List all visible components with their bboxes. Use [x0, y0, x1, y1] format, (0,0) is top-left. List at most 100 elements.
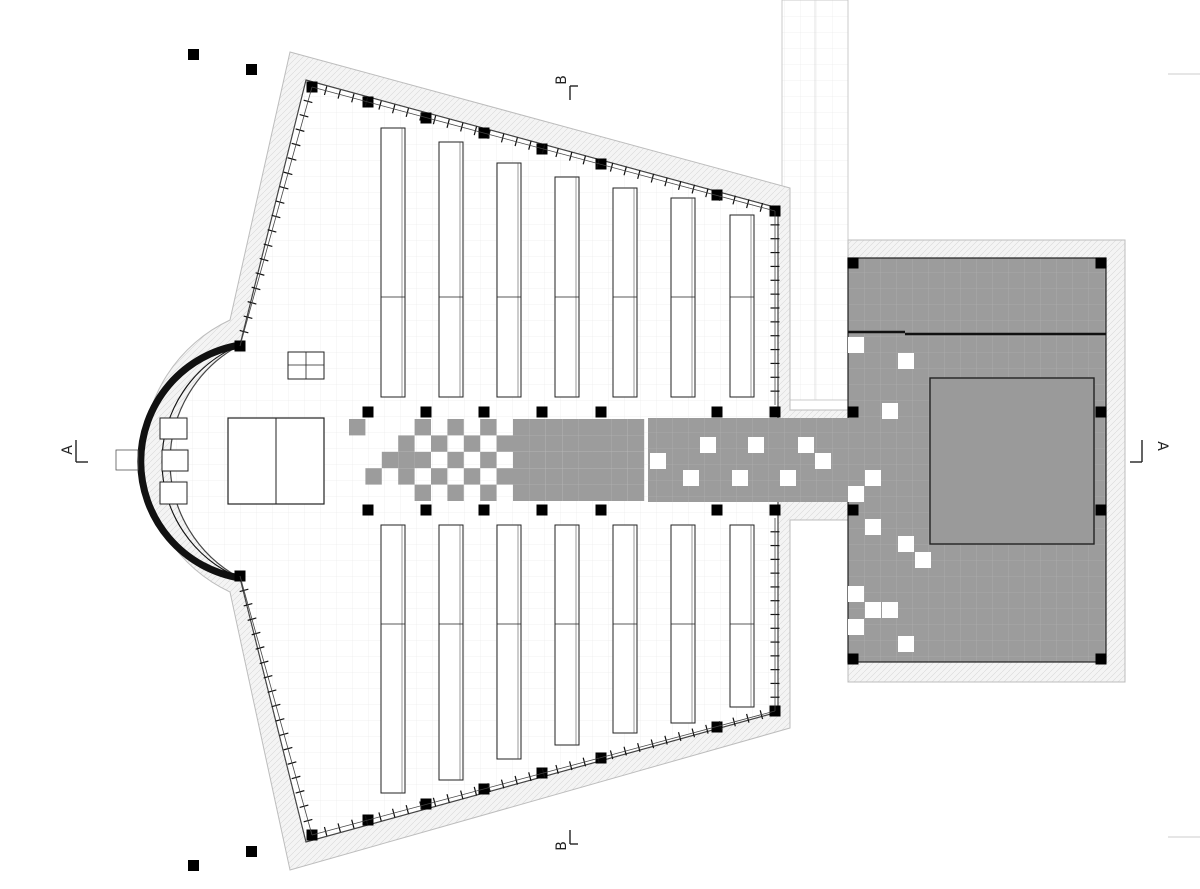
- column: [847, 504, 859, 516]
- column: [420, 798, 432, 810]
- section-marker-a-right: A: [1130, 440, 1170, 463]
- floor-tile: [513, 484, 530, 501]
- wall-line: [311, 710, 776, 836]
- floor-tile: [627, 484, 645, 501]
- pew-top: [380, 127, 406, 398]
- floor-tile: [627, 419, 645, 436]
- pew-top: [729, 214, 755, 398]
- floor-tile: [496, 468, 513, 485]
- column: [536, 504, 548, 516]
- column: [362, 406, 374, 418]
- floor-tile: [578, 435, 595, 452]
- floor-tile: [349, 419, 366, 436]
- white-tile: [898, 536, 914, 552]
- floor-tile: [562, 435, 579, 452]
- floor-tile: [529, 451, 546, 469]
- section-marker-a-left: A: [60, 440, 88, 463]
- column: [1095, 653, 1107, 665]
- raised-platform: [929, 377, 1095, 545]
- floor-tile: [627, 468, 645, 485]
- column: [711, 406, 723, 418]
- pew-top: [554, 176, 580, 398]
- pew-bottom: [496, 524, 522, 760]
- floor-tile: [595, 419, 612, 436]
- white-tile: [882, 403, 898, 419]
- floor-tile: [480, 484, 497, 501]
- column: [711, 504, 723, 516]
- white-tile: [882, 602, 898, 618]
- white-tile: [732, 470, 748, 486]
- column: [769, 406, 781, 418]
- column: [847, 257, 859, 269]
- pew-top: [670, 197, 696, 398]
- section-marker-b-bottom: B: [554, 830, 578, 851]
- lectern: [287, 351, 325, 380]
- floor-tile: [365, 468, 382, 485]
- column: [769, 504, 781, 516]
- floor-tile: [414, 484, 431, 501]
- floor-tile: [447, 419, 464, 436]
- floor-tile: [398, 451, 415, 469]
- section-label-b-top: B: [554, 75, 570, 85]
- entrance-path: [781, 0, 849, 401]
- floor-tile: [562, 419, 579, 436]
- floor-tile: [496, 435, 513, 452]
- floor-tile: [627, 435, 645, 452]
- floor-tile: [595, 468, 612, 485]
- floor-tile: [431, 468, 448, 485]
- exterior-columns: [188, 49, 257, 871]
- floor-tile: [578, 451, 595, 469]
- column: [711, 189, 723, 201]
- white-tile: [915, 552, 931, 568]
- column: [1095, 257, 1107, 269]
- wall-line: [311, 86, 776, 212]
- floor-tile: [627, 451, 645, 469]
- floor-tile: [447, 451, 464, 469]
- floor-tile: [463, 468, 481, 485]
- floor-tile: [611, 468, 628, 485]
- floor-tile: [545, 419, 563, 436]
- pew-bottom: [438, 524, 464, 781]
- annex-floor-pattern: [650, 337, 931, 652]
- floor-tile: [480, 419, 497, 436]
- section-label-a-right: A: [1154, 441, 1170, 451]
- white-tile: [848, 586, 864, 602]
- floor-tile: [463, 435, 481, 452]
- floor-tile: [545, 435, 563, 452]
- pew-bottom: [380, 524, 406, 794]
- column: [536, 406, 548, 418]
- floor-tile: [578, 484, 595, 501]
- floor-tile: [513, 419, 530, 436]
- pew-bottom: [612, 524, 638, 734]
- white-tile: [700, 437, 716, 453]
- white-tile: [898, 636, 914, 652]
- column: [595, 504, 607, 516]
- white-tile: [865, 470, 881, 486]
- column: [420, 112, 432, 124]
- section-marker-b-top: B: [554, 75, 578, 100]
- sacristy-annex: [847, 257, 1107, 663]
- pew-bottom: [729, 524, 755, 708]
- floor-tile: [595, 435, 612, 452]
- column: [847, 406, 859, 418]
- floor-tile: [562, 484, 579, 501]
- white-tile: [650, 453, 666, 469]
- floor-tile: [562, 468, 579, 485]
- floor-tile: [595, 451, 612, 469]
- floor-tile: [381, 451, 399, 469]
- floor-tile: [611, 451, 628, 469]
- pew-top: [438, 141, 464, 398]
- column: [595, 406, 607, 418]
- floor-tile: [545, 451, 563, 469]
- column: [847, 653, 859, 665]
- floor-tile: [529, 419, 546, 436]
- white-tile: [848, 486, 864, 502]
- floor-tile: [529, 435, 546, 452]
- floor-tile: [595, 484, 612, 501]
- floor-tile: [480, 451, 497, 469]
- floor-tile: [529, 468, 546, 485]
- white-tile: [898, 353, 914, 369]
- wall-line: [239, 86, 313, 347]
- column: [1095, 406, 1107, 418]
